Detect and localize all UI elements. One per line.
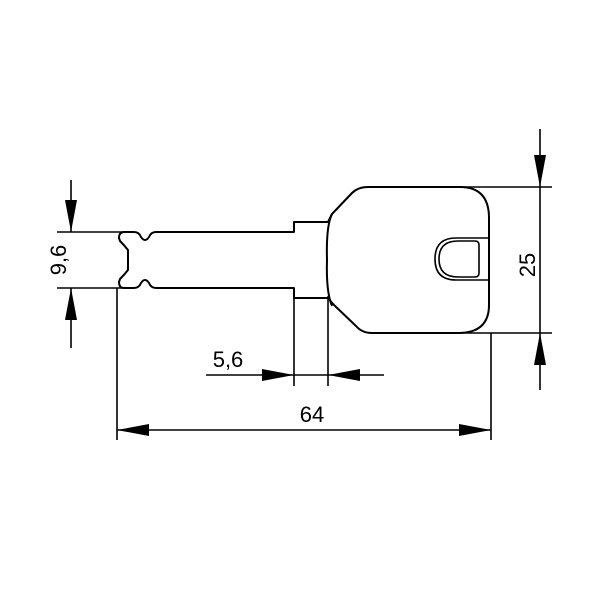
arrow-25-bottom-icon (534, 333, 546, 365)
arrow-25-top-icon (534, 155, 546, 187)
dim-label-blade-width: 9,6 (46, 245, 71, 276)
head-left-edge (325, 213, 333, 307)
arrow-64-right-icon (459, 424, 491, 436)
keyring-slot-outer (434, 237, 489, 281)
dim-label-overall-length: 64 (300, 402, 324, 427)
arrow-64-left-icon (117, 424, 149, 436)
dim-label-head-height: 25 (515, 253, 540, 277)
arrow-9-6-top-icon (65, 200, 77, 232)
dim-label-shoulder-length: 5,6 (213, 347, 244, 372)
arrowheads (65, 155, 546, 436)
arrow-9-6-bottom-icon (65, 288, 77, 320)
key-outline (118, 186, 490, 334)
arrow-5-6-left-icon (262, 369, 294, 381)
key-body-outline (118, 186, 490, 334)
arrow-5-6-right-icon (328, 369, 360, 381)
extension-lines (57, 186, 552, 440)
keyring-slot-inner (438, 240, 480, 278)
